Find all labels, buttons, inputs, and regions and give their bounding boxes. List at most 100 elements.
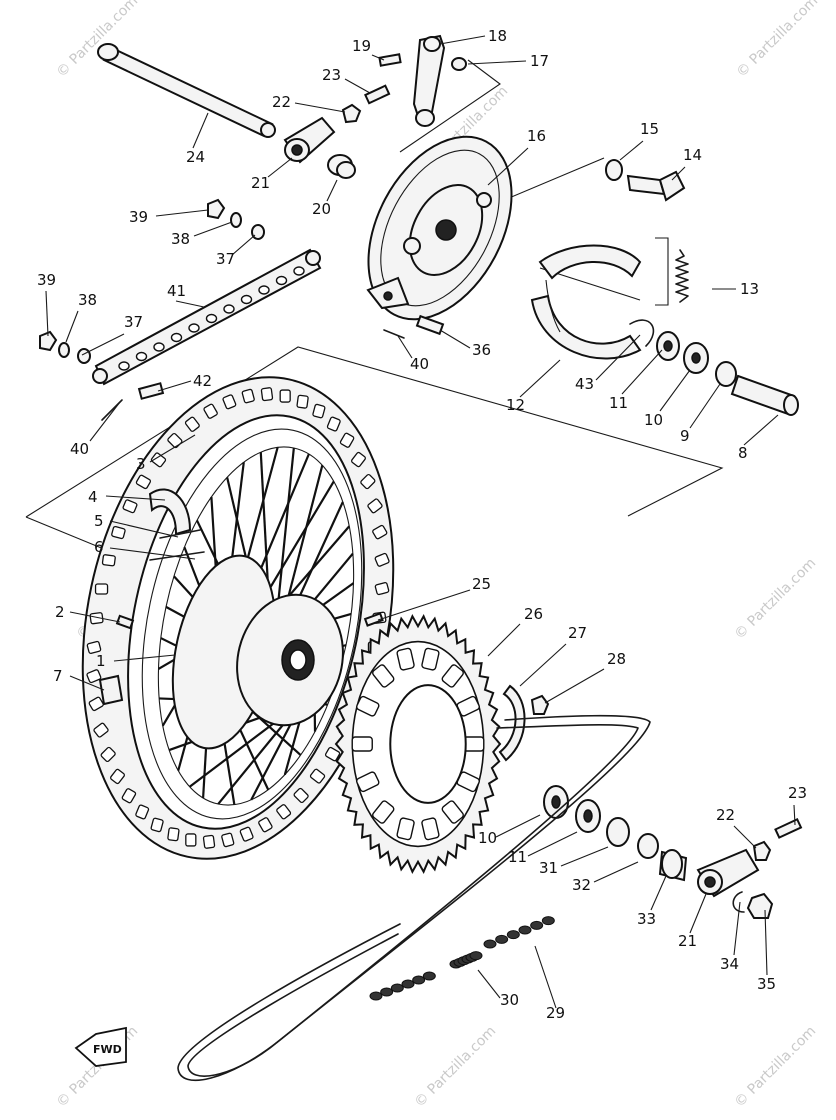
leader-line — [689, 893, 707, 934]
tread-block — [293, 787, 309, 804]
leader-line — [149, 434, 196, 463]
rear-sprocket — [334, 614, 502, 874]
leader-line — [560, 846, 609, 867]
tread-block — [88, 696, 104, 712]
tread-block — [372, 524, 388, 540]
part-number-label: 36 — [472, 341, 491, 359]
sprocket-lock-plate — [498, 684, 550, 762]
tread-block — [101, 554, 116, 567]
part-number-label: 32 — [572, 876, 591, 894]
chain-link — [422, 971, 436, 981]
bar-hole — [153, 342, 165, 352]
leader-line — [109, 547, 196, 560]
bar-hole — [205, 313, 218, 324]
bar-hole — [240, 294, 253, 305]
adjuster-nut-upper — [341, 103, 362, 124]
part-number-label: 1 — [96, 652, 106, 670]
tread-block — [184, 416, 200, 432]
callout-12: 12 — [506, 359, 561, 414]
callout-33: 33 — [637, 875, 667, 928]
forward-arrow-label: FWD — [93, 1043, 122, 1056]
sprocket-lightening-hole — [351, 736, 373, 752]
callout-34: 34 — [720, 901, 741, 973]
spoke — [275, 447, 295, 621]
part-number-label: 43 — [575, 375, 594, 393]
leader-line — [157, 380, 192, 392]
valve-and-stud — [115, 612, 384, 630]
part-number-label: 14 — [683, 146, 702, 164]
part-number-label: 22 — [716, 806, 735, 824]
leader-line — [377, 589, 471, 621]
callout-31: 31 — [539, 846, 609, 877]
leader-line — [231, 234, 256, 256]
part-number-label: 22 — [272, 93, 291, 111]
callout-10: 10 — [644, 369, 691, 429]
tension-bar-bolt — [137, 382, 165, 400]
adjuster-bolt-upper — [364, 84, 391, 105]
leader-line — [294, 102, 346, 113]
callout-layer: 1234567891011121314151617181920212223242… — [37, 27, 807, 1022]
chain-link — [369, 991, 383, 1001]
leader-line — [495, 814, 541, 838]
sprocket-lightening-hole — [463, 736, 485, 752]
chain-link — [530, 920, 544, 930]
tread-block — [150, 817, 164, 833]
part-number-label: 13 — [740, 280, 759, 298]
chain-link — [483, 939, 497, 949]
hub-bearings-left — [543, 785, 688, 882]
tread-block — [100, 746, 116, 763]
sprocket-lightening-hole — [396, 817, 415, 841]
sprocket-lightening-hole — [421, 817, 440, 841]
callout-41: 41 — [167, 282, 205, 308]
callout-11: 11 — [609, 349, 663, 412]
tension-bar — [92, 248, 322, 386]
brake-shoes — [530, 244, 642, 360]
chain-link — [506, 930, 520, 940]
part-number-label: 21 — [251, 174, 270, 192]
callout-30: 30 — [477, 969, 519, 1009]
tread-block — [222, 394, 237, 410]
leader-line — [764, 909, 768, 976]
sprocket-lightening-hole — [421, 647, 440, 671]
axle-collar — [327, 154, 356, 179]
part-number-label: 28 — [607, 650, 626, 668]
callout-39: 39 — [129, 208, 209, 226]
tread-block — [111, 525, 126, 540]
part-number-label: 18 — [488, 27, 507, 45]
leader-line — [439, 35, 486, 45]
brake-shoe-plate — [366, 135, 513, 321]
callout-10: 10 — [478, 814, 541, 847]
leader-line — [344, 78, 371, 94]
part-number-label: 12 — [506, 396, 525, 414]
leader-line — [69, 611, 121, 623]
spoke — [282, 464, 324, 614]
callout-38: 38 — [65, 291, 97, 343]
part-number-label: 26 — [524, 605, 543, 623]
callout-20: 20 — [312, 179, 338, 218]
part-number-label: 41 — [167, 282, 186, 300]
leader-line — [477, 969, 501, 999]
leader-line — [487, 623, 521, 657]
leader-line — [595, 334, 641, 381]
sprocket-lightening-hole — [396, 647, 415, 671]
leader-line — [45, 290, 49, 337]
part-number-label: 21 — [678, 932, 697, 950]
part-number-label: 38 — [171, 230, 190, 248]
tread-block — [86, 640, 102, 655]
callout-17: 17 — [467, 52, 549, 70]
leader-line — [175, 300, 205, 308]
part-number-label: 23 — [788, 784, 807, 802]
leader-line — [81, 333, 125, 356]
part-number-label: 8 — [738, 444, 748, 462]
chain-puller-upper — [283, 116, 336, 164]
callout-37: 37 — [216, 234, 256, 268]
tread-block — [203, 403, 218, 419]
tread-block — [326, 416, 341, 432]
watermark: © Partzilla.com — [734, 0, 822, 81]
part-number-label: 24 — [186, 148, 205, 166]
tube-and-band — [148, 488, 205, 561]
tread-block — [185, 833, 197, 847]
part-number-label: 33 — [637, 910, 656, 928]
callout-16: 16 — [487, 127, 546, 186]
part-number-label: 4 — [88, 488, 98, 506]
